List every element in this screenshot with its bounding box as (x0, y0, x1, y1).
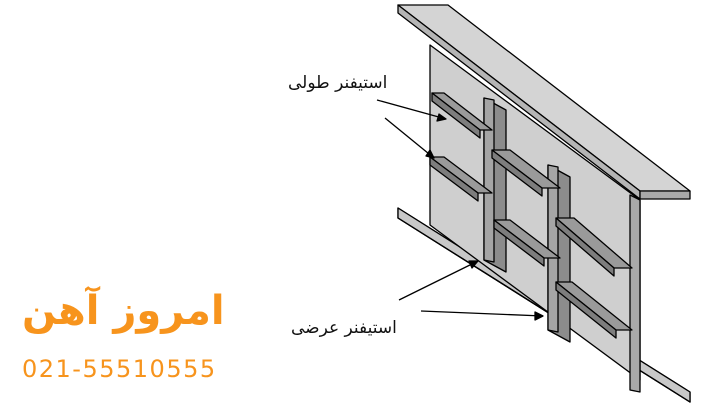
leader-arrow-longitudinal-2 (384, 117, 435, 159)
web-edge (629, 194, 641, 393)
transverse-stiffener-label: استیفنر عرضی (291, 318, 397, 338)
leader-arrow-transverse-2 (420, 310, 544, 321)
brand-phone: 021-55510555 (22, 355, 217, 383)
longitudinal-stiffener-lower-3 (555, 281, 633, 339)
longitudinal-stiffener-lower (429, 156, 493, 202)
longitudinal-stiffener-label: استیفنر طولی (288, 73, 388, 93)
leader-arrow-transverse-1 (398, 260, 479, 301)
longitudinal-stiffener-upper (431, 92, 493, 139)
leader-arrow-longitudinal-1 (376, 99, 447, 122)
longitudinal-stiffener-lower-2 (493, 219, 561, 267)
brand-logo: امروز آهن (22, 288, 225, 334)
longitudinal-stiffener-upper-2 (491, 149, 561, 197)
transverse-stiffener-1 (483, 97, 507, 273)
longitudinal-stiffener-upper-3 (555, 217, 633, 277)
top-flange (397, 4, 691, 200)
